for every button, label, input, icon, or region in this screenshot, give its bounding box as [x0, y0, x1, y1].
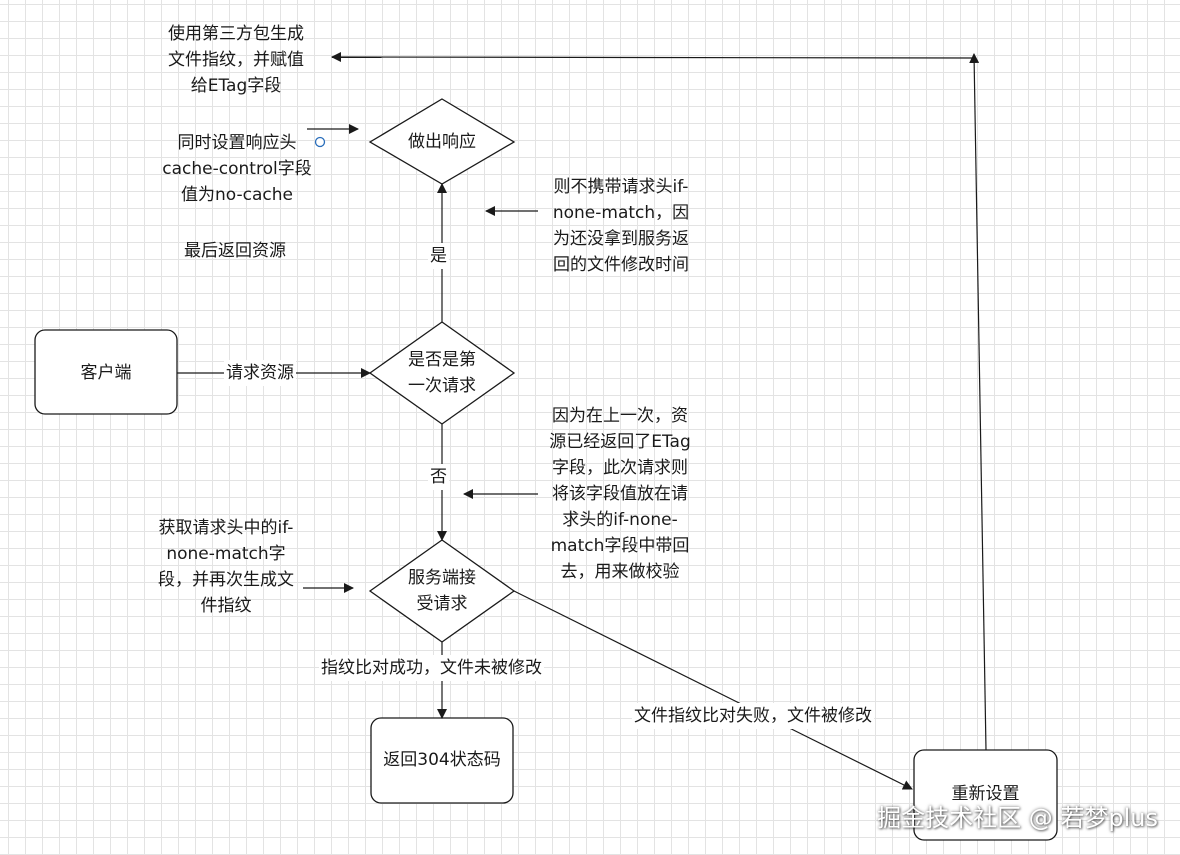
edge-reset-to-etag-note	[331, 52, 975, 63]
edge-label-match-fail: 文件指纹比对失败，文件被修改	[632, 703, 874, 729]
edge-label-match-success: 指纹比对成功，文件未被修改	[319, 655, 544, 681]
server-receive-label: 服务端接 受请求	[408, 568, 476, 614]
note-etag-generation: 使用第三方包生成 文件指纹，并赋值 给ETag字段	[168, 24, 304, 96]
first-request-label: 是否是第 一次请求	[408, 350, 476, 396]
edge-label-no: 否	[428, 464, 449, 490]
return-304-label: 返回304状态码	[383, 750, 501, 770]
client-node	[34, 329, 178, 415]
edge-reset-up	[969, 53, 987, 751]
client-label: 客户端	[80, 363, 132, 383]
note-no-header: 则不携带请求头if- none-match，因 为还没拿到服务返 回的文件修改时…	[552, 177, 690, 275]
connection-point-icon	[314, 136, 326, 148]
note-second-request: 因为在上一次，资 源已经返回了ETag 字段，此次请求则 将该字段值放在请 求头…	[549, 406, 691, 582]
note-return-resource: 最后返回资源	[184, 241, 286, 261]
reset-label: 重新设置	[951, 784, 1020, 804]
edge-label-request-resource: 请求资源	[224, 360, 296, 386]
watermark: 掘金技术社区 @ 若梦plus	[877, 804, 1158, 832]
edge-server-to-reset	[513, 590, 913, 790]
note-server-fetch: 获取请求头中的if- none-match字 段，并再次生成文 件指纹	[158, 518, 294, 616]
note-cache-control: 同时设置响应头 cache-control字段 值为no-cache	[162, 133, 312, 205]
edge-label-yes: 是	[428, 243, 449, 269]
respond-label: 做出响应	[408, 132, 476, 152]
